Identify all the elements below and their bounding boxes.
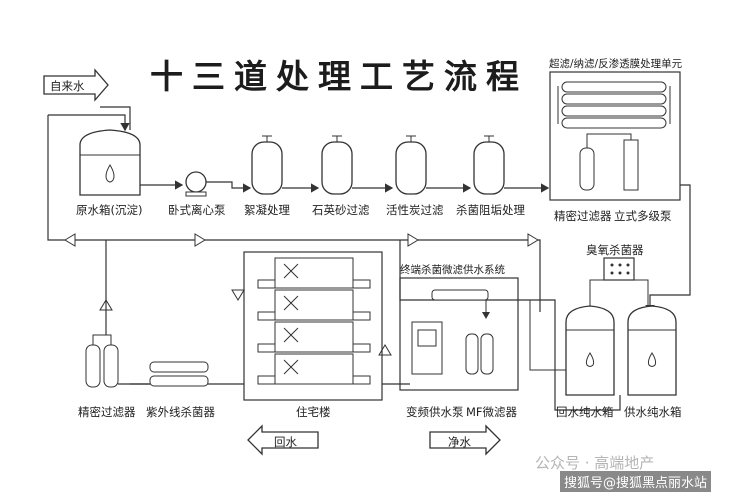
- terminal-system-box: [399, 277, 519, 391]
- inlet-label: 自来水: [50, 79, 85, 93]
- supply-tank-label: 供水纯水箱: [624, 405, 682, 419]
- watermark-line1: 公众号 · 高端地产: [535, 454, 655, 472]
- bottom-fine-filters: [85, 334, 119, 388]
- flow-arrows: [64, 233, 539, 356]
- vfd-pump-label: 变频供水泵: [406, 405, 464, 419]
- mf-label: MF微滤器: [466, 405, 518, 419]
- ozone-label: 臭氧杀菌器: [586, 243, 644, 257]
- clean-water-arrow: [429, 424, 501, 456]
- supply-pure-water-tank: [627, 305, 677, 396]
- residential-building: [243, 251, 383, 401]
- terminal-system-label: 终端杀菌微滤供水系统: [400, 264, 505, 276]
- quartz-sand-column: [321, 135, 353, 195]
- clean-water-label: 净水: [448, 435, 471, 449]
- return-tank-label: 回水纯水箱: [556, 405, 614, 419]
- residence-label: 住宅楼: [296, 405, 331, 419]
- return-pure-water-tank: [565, 305, 615, 396]
- ozone-sterilizer: [603, 257, 635, 281]
- activated-carbon-column: [395, 135, 427, 195]
- vertical-pump-label: 立式多级泵: [614, 209, 672, 223]
- centrifugal-pump: [185, 171, 207, 197]
- flocculation-column: [251, 135, 283, 195]
- watermark-line2: 搜狐号@搜狐黑点丽水站: [560, 471, 712, 492]
- bottom-fine-filter-label: 精密过滤器: [78, 405, 136, 419]
- raw-water-tank: [79, 129, 141, 196]
- flocculation-label: 絮凝处理: [244, 203, 290, 217]
- membrane-unit-box: [549, 71, 681, 201]
- scale-inhibition-column: [473, 135, 505, 195]
- uv-label: 紫外线杀菌器: [146, 405, 215, 419]
- carbon-label: 活性炭过滤: [386, 203, 444, 217]
- uv-sterilizer: [149, 361, 209, 387]
- scale-label: 杀菌阻垢处理: [456, 203, 525, 217]
- raw-tank-label: 原水箱(沉淀): [76, 203, 143, 217]
- page-title: 十三道处理工艺流程: [150, 57, 528, 96]
- return-water-arrow: [247, 424, 319, 456]
- return-water-label: 回水: [274, 435, 297, 449]
- membrane-fine-filter-label: 精密过滤器: [554, 209, 612, 223]
- pump-label: 卧式离心泵: [168, 203, 226, 217]
- quartz-label: 石英砂过滤: [312, 203, 370, 217]
- inlet-arrow: [43, 68, 109, 102]
- membrane-unit-title: 超滤/纳滤/反渗透膜处理单元: [549, 58, 683, 70]
